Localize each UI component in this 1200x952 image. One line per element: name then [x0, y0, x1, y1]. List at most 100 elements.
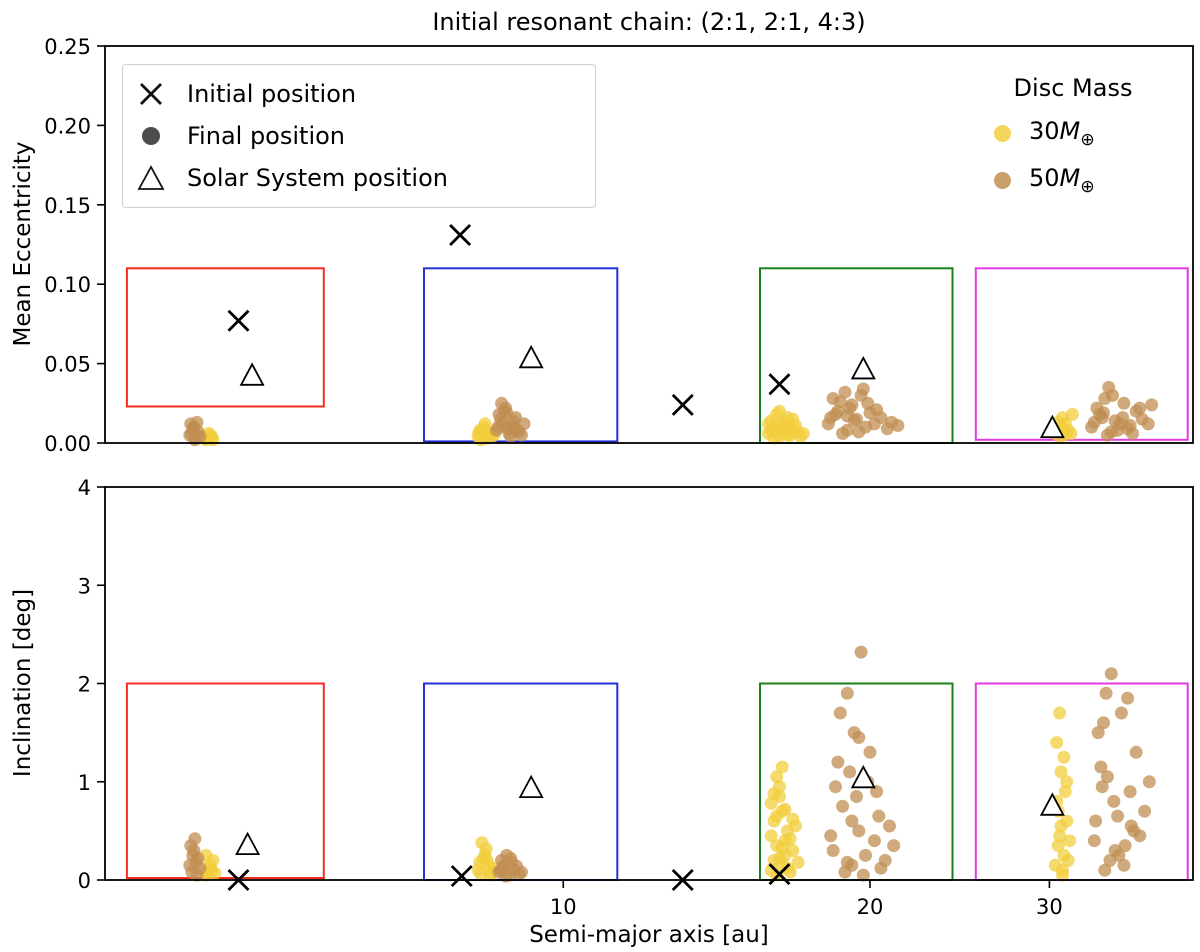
disc-mass-legend: Disc Mass 30M⊕ 50M⊕ [958, 74, 1188, 204]
y-tick-label: 0.00 [44, 432, 91, 456]
final-position-point-m50 [840, 855, 854, 869]
final-position-point-m50 [1124, 819, 1138, 833]
solar-system-position-marker [850, 764, 876, 789]
final-position-point-m50 [1117, 396, 1131, 410]
final-position-point-m50 [500, 406, 514, 420]
final-position-point-m50 [826, 844, 840, 857]
final-position-point-m50 [1095, 780, 1109, 794]
solar-system-position-marker [518, 774, 544, 799]
final-position-point-m30 [783, 420, 797, 434]
target-region-box [125, 682, 325, 879]
final-position-point-m30 [762, 417, 775, 431]
disc-30-dot-icon [994, 124, 1011, 142]
final-position-point-m50 [824, 411, 838, 425]
final-position-point-m50 [838, 865, 852, 879]
final-position-point-m50 [510, 859, 524, 873]
final-position-point-m30 [472, 427, 486, 440]
final-position-point-m50 [824, 829, 838, 843]
final-position-point-m50 [1142, 775, 1156, 789]
final-position-point-m50 [883, 819, 896, 833]
x-tick-label: 30 [1036, 895, 1063, 919]
eccentricity-panel: 0.000.050.100.150.200.25 [44, 35, 1194, 456]
final-position-point-m50 [190, 415, 204, 429]
final-position-point-m50 [852, 824, 866, 838]
final-position-point-m50 [189, 855, 203, 869]
final-position-point-m50 [1111, 809, 1125, 823]
legend-label: Final position [187, 122, 346, 150]
final-position-point-m50 [495, 396, 509, 410]
final-position-point-m50 [867, 834, 881, 848]
final-position-point-m30 [1061, 853, 1075, 867]
x-axis-label: Semi-major axis [au] [529, 922, 769, 948]
disc-50-label: 50M⊕ [1029, 163, 1095, 197]
final-position-point-m30 [1060, 425, 1074, 439]
y-tick-label: 3 [78, 574, 91, 598]
final-position-point-m50 [833, 706, 847, 720]
final-position-point-m30 [1058, 785, 1072, 799]
final-position-point-m50 [1138, 804, 1152, 818]
final-position-point-m30 [770, 770, 784, 784]
final-position-point-m50 [1118, 839, 1132, 853]
final-position-point-m50 [872, 809, 886, 823]
x-tick-label: 20 [857, 895, 884, 919]
disc-50-dot-icon [994, 171, 1011, 189]
final-position-point-m30 [205, 863, 219, 877]
target-region-box [974, 682, 1189, 881]
final-position-point-m50 [1111, 423, 1125, 437]
final-position-point-m50 [1117, 858, 1131, 872]
final-position-point-m50 [1133, 829, 1147, 843]
chart-title: Initial resonant chain: (2:1, 2:1, 4:3) [432, 8, 865, 36]
y-tick-label: 0 [78, 869, 91, 893]
final-position-point-m30 [1053, 706, 1067, 720]
final-position-point-m30 [775, 760, 789, 774]
final-position-point-m30 [786, 844, 800, 857]
final-position-point-m30 [1053, 829, 1067, 843]
solar-system-position-marker [1039, 414, 1065, 439]
legend-item-initial: Initial position [135, 73, 575, 115]
solar-system-position-marker [235, 831, 261, 856]
final-position-point-m50 [184, 839, 198, 853]
final-position-point-m30 [783, 832, 797, 846]
final-position-point-m30 [1056, 868, 1069, 882]
final-position-point-m50 [1100, 428, 1114, 442]
marker-legend: Initial position Final position Solar Sy… [122, 64, 596, 208]
final-position-point-m50 [829, 780, 842, 794]
solar-system-position-marker [850, 356, 876, 380]
y-axis-label-inclination: Inclination [deg] [10, 589, 36, 777]
final-position-point-m50 [843, 765, 857, 779]
final-position-point-m30 [480, 853, 494, 867]
final-position-point-m30 [775, 841, 789, 855]
final-position-dot-icon [142, 127, 160, 145]
final-position-point-m30 [206, 433, 220, 447]
final-position-point-m50 [856, 382, 870, 396]
final-position-point-m30 [1065, 407, 1079, 421]
disc-mass-item-30: 30M⊕ [958, 110, 1188, 157]
final-position-point-m30 [791, 855, 805, 869]
final-position-point-m30 [1057, 750, 1071, 764]
final-position-point-m50 [1097, 716, 1110, 730]
final-position-point-m30 [767, 787, 781, 800]
solar-system-position-marker [239, 362, 265, 386]
y-tick-label: 0.10 [44, 273, 91, 297]
final-position-point-m30 [1054, 819, 1068, 833]
final-position-point-m30 [1051, 839, 1065, 853]
final-position-point-m50 [1094, 760, 1108, 774]
legend-label: Solar System position [187, 164, 448, 192]
initial-position-marker [671, 393, 694, 416]
legend-item-solar: Solar System position [135, 157, 575, 199]
solar-system-triangle-icon [137, 165, 165, 190]
final-position-point-m30 [474, 867, 488, 881]
final-position-point-m50 [1087, 415, 1101, 429]
y-tick-label: 1 [78, 771, 91, 795]
solar-system-position-marker [518, 344, 544, 369]
final-position-point-m50 [188, 433, 202, 447]
initial-position-cross-icon [140, 83, 162, 105]
final-position-point-m50 [1107, 794, 1121, 808]
final-position-point-m50 [1102, 380, 1116, 394]
final-position-point-m50 [1098, 863, 1112, 877]
final-position-point-m50 [1089, 814, 1103, 828]
final-position-point-m30 [778, 802, 792, 816]
final-position-point-m30 [786, 812, 800, 826]
final-position-point-m50 [840, 409, 854, 423]
